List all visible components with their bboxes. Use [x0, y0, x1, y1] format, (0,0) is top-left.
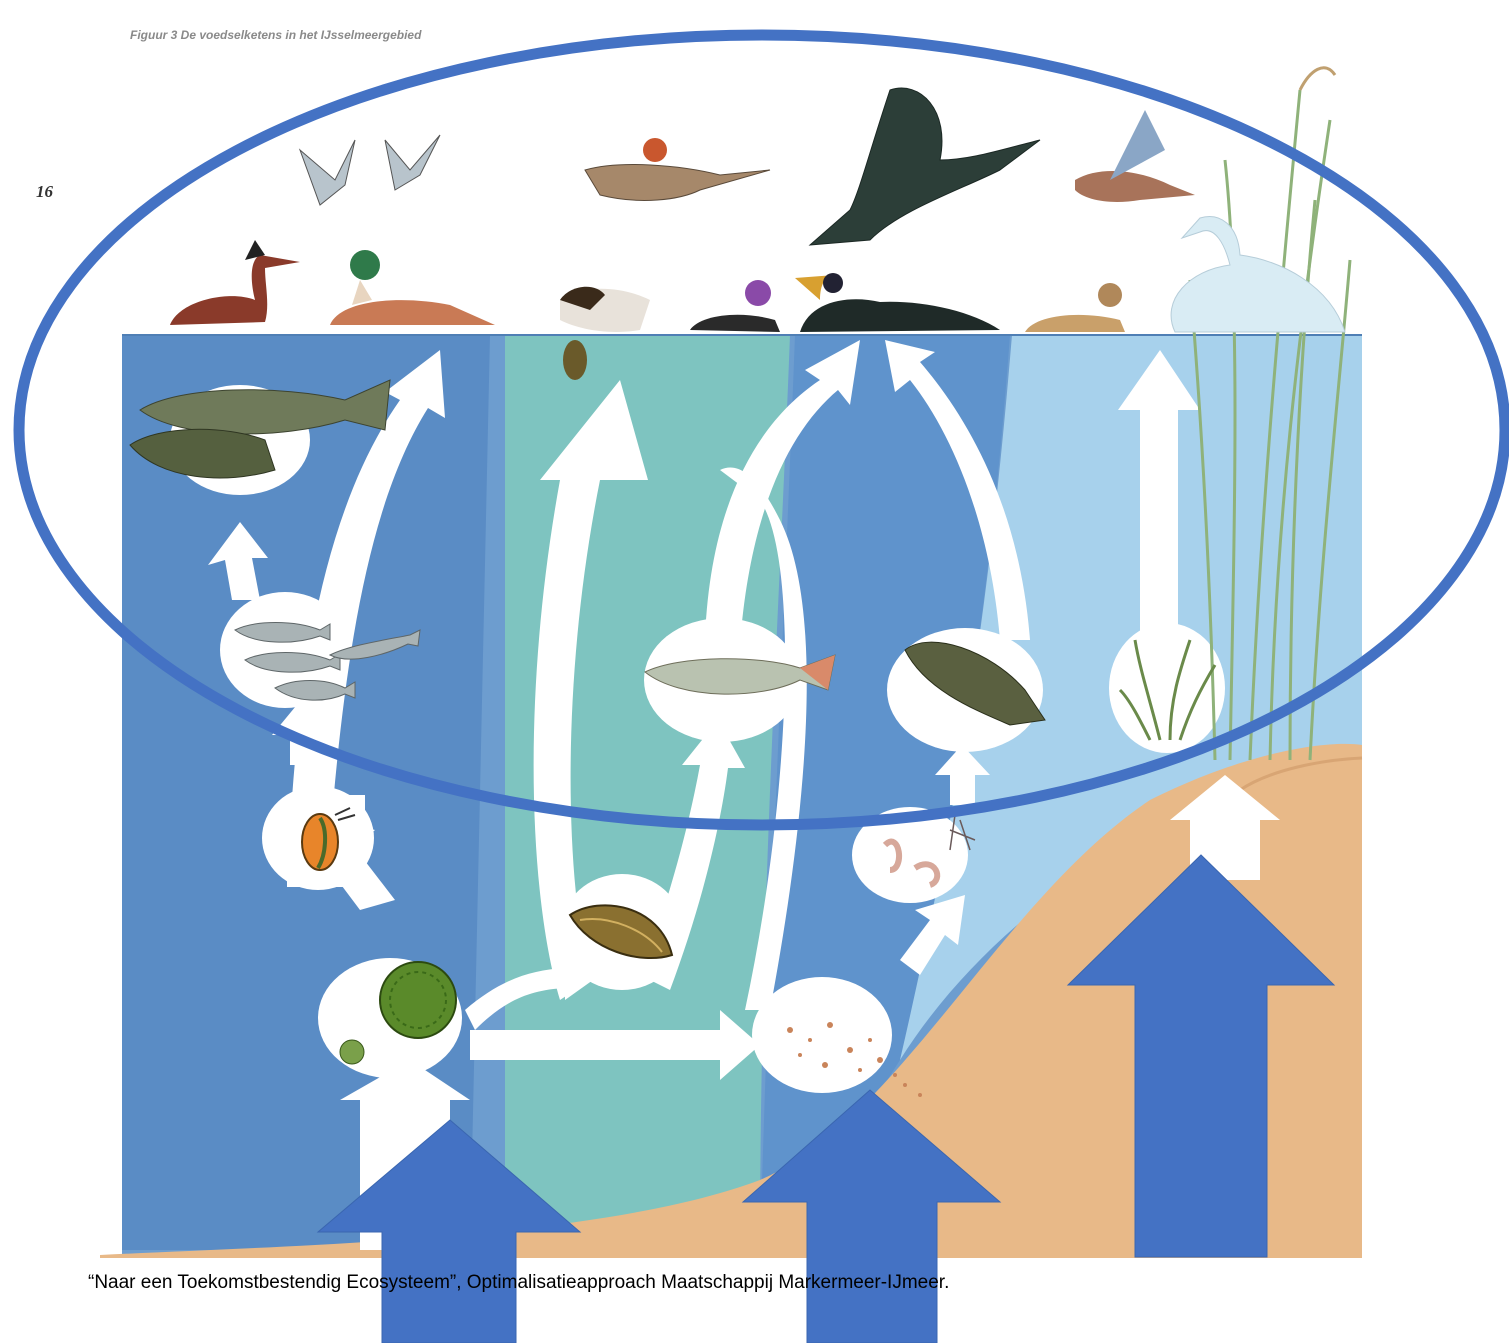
swan-icon	[1171, 217, 1345, 332]
duck-icon	[330, 250, 495, 325]
diving-duck-icon	[690, 280, 780, 332]
page-number: 16	[36, 182, 53, 202]
node-detritus	[752, 977, 892, 1093]
zooplankton-icon	[287, 795, 365, 887]
figure-caption: “Naar een Toekomstbestendig Ecosysteem”,…	[88, 1272, 949, 1294]
figure-title: Figuur 3 De voedselketens in het IJsselm…	[130, 28, 421, 42]
grebe-icon	[170, 240, 300, 325]
node-water-plants	[1109, 623, 1225, 753]
cormorant-icon	[795, 273, 1000, 332]
bird-flock-icon	[300, 135, 440, 205]
cormorant-icon	[810, 88, 1040, 245]
flying-duck-icon	[1075, 110, 1195, 202]
flying-duck-icon	[585, 138, 770, 200]
duck-icon	[1025, 283, 1125, 332]
